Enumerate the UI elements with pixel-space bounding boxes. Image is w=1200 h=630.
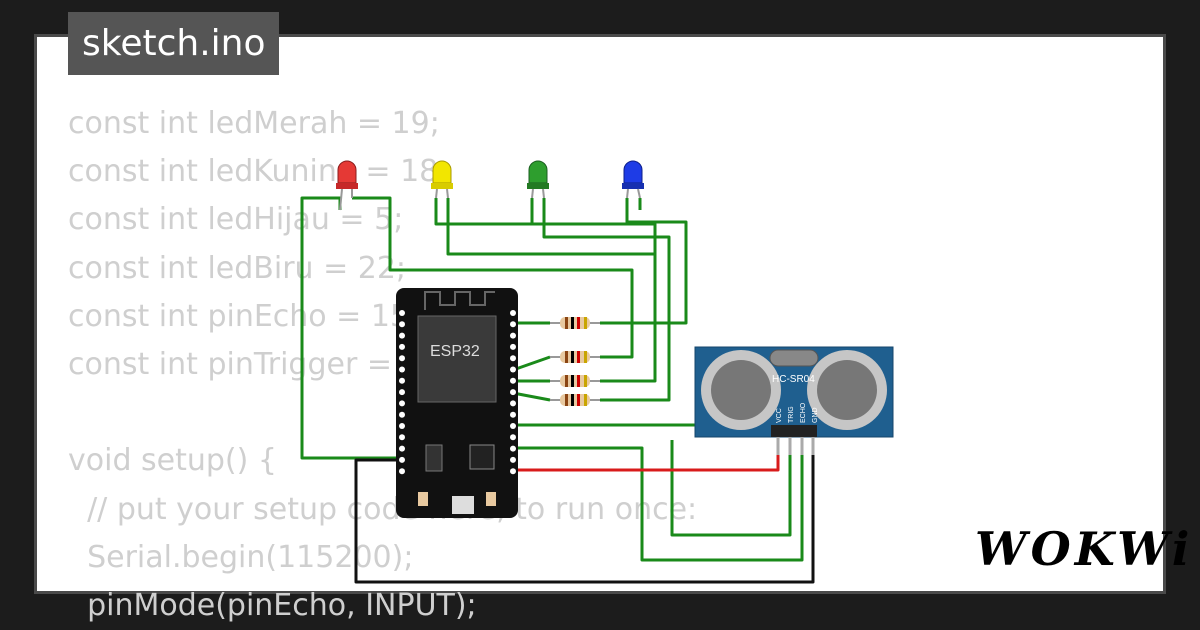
esp32-pin-headers bbox=[399, 310, 516, 475]
esp32-pin[interactable] bbox=[510, 456, 516, 463]
esp32-pin[interactable] bbox=[510, 321, 516, 328]
esp32-pin[interactable] bbox=[510, 310, 516, 316]
esp32-pin[interactable] bbox=[510, 400, 516, 407]
file-tab[interactable]: sketch.ino bbox=[68, 12, 280, 75]
hcsr04-sensor[interactable]: HC-SR04 VCC TRIG ECHO GND bbox=[694, 346, 894, 455]
esp32-board[interactable]: ESP32 bbox=[396, 288, 518, 518]
esp32-pin[interactable] bbox=[399, 355, 405, 362]
diagram-canvas bbox=[34, 34, 1166, 594]
esp32-pin[interactable] bbox=[399, 321, 405, 328]
resistor[interactable] bbox=[550, 394, 600, 406]
esp32-pin[interactable] bbox=[399, 423, 405, 429]
code-line: const int ledKuning = 18; bbox=[68, 154, 449, 190]
esp32-pin[interactable] bbox=[510, 468, 516, 475]
code-line: const int ledHijau = 5; bbox=[68, 202, 404, 238]
esp32-pin[interactable] bbox=[399, 377, 405, 384]
wire bbox=[446, 198, 654, 256]
wire bbox=[434, 198, 657, 383]
esp32-pin[interactable] bbox=[510, 343, 516, 350]
esp32-pin[interactable] bbox=[399, 389, 405, 396]
wire bbox=[300, 196, 400, 460]
wire bbox=[512, 355, 551, 372]
wire bbox=[513, 455, 780, 472]
esp32-pin[interactable] bbox=[510, 423, 516, 429]
esp32-pin[interactable] bbox=[399, 400, 405, 407]
sensor-pin-trig: TRIG bbox=[788, 406, 795, 423]
esp32-pin[interactable] bbox=[510, 445, 516, 452]
esp32-pin[interactable] bbox=[399, 434, 405, 441]
sensor-pin-echo: ECHO bbox=[800, 402, 807, 423]
esp32-pin[interactable] bbox=[399, 310, 405, 316]
code-preview: const int ledMerah = 19; const int ledKu… bbox=[68, 100, 697, 630]
esp32-pin[interactable] bbox=[510, 411, 516, 418]
resistor[interactable] bbox=[550, 351, 600, 363]
esp32-pin[interactable] bbox=[510, 366, 516, 373]
wire bbox=[513, 446, 804, 562]
resistors bbox=[550, 317, 600, 406]
esp32-pin[interactable] bbox=[399, 366, 405, 373]
wire bbox=[512, 391, 551, 402]
sensor-pin-gnd: GND bbox=[812, 407, 819, 423]
sensor-pin-vcc: VCC bbox=[776, 408, 783, 423]
esp32-pin[interactable] bbox=[399, 468, 405, 475]
esp32-pin[interactable] bbox=[399, 456, 405, 463]
yellow-led[interactable] bbox=[431, 160, 453, 199]
esp32-pin[interactable] bbox=[510, 355, 516, 362]
antenna-trace bbox=[424, 291, 495, 310]
resistor[interactable] bbox=[550, 317, 600, 329]
esp32-pin[interactable] bbox=[510, 332, 516, 339]
green-led[interactable] bbox=[527, 160, 549, 199]
wokwi-logo: WOKWi bbox=[975, 522, 1194, 576]
red-led[interactable] bbox=[336, 160, 358, 211]
resistor[interactable] bbox=[550, 375, 600, 387]
sensor-label: HC-SR04 bbox=[772, 374, 815, 385]
code-line: const int pinEcho = 15; bbox=[68, 298, 420, 334]
code-line: pinMode(pinEcho, INPUT); bbox=[68, 588, 477, 624]
blue-led[interactable] bbox=[622, 160, 644, 199]
code-line: void setup() { bbox=[68, 443, 277, 479]
esp32-pin[interactable] bbox=[510, 389, 516, 396]
wire bbox=[354, 455, 815, 584]
esp32-pin[interactable] bbox=[510, 434, 516, 441]
code-line: const int ledBiru = 22; bbox=[68, 250, 407, 286]
esp32-pin[interactable] bbox=[399, 343, 405, 350]
esp32-pin[interactable] bbox=[399, 332, 405, 339]
esp32-label: ESP32 bbox=[430, 343, 480, 360]
wire bbox=[542, 198, 671, 402]
esp32-pin[interactable] bbox=[510, 377, 516, 384]
esp32-pin[interactable] bbox=[399, 445, 405, 452]
code-line: const int ledMerah = 19; bbox=[68, 106, 440, 141]
esp32-pin[interactable] bbox=[399, 411, 405, 418]
wire bbox=[352, 196, 634, 359]
wire bbox=[600, 198, 688, 325]
code-line: Serial.begin(115200); bbox=[68, 539, 414, 575]
wire bbox=[513, 423, 792, 537]
code-line: // put your setup code here, to run once… bbox=[68, 491, 698, 527]
